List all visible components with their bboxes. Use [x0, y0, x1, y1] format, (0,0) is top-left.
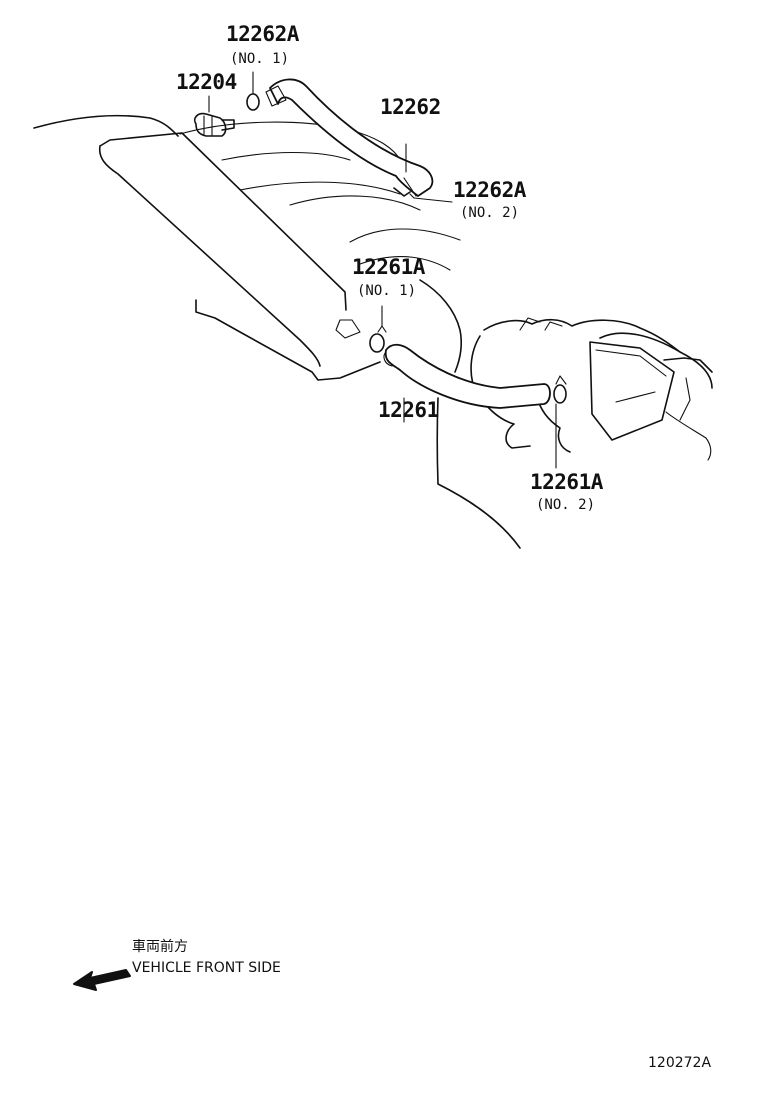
callout-12261A-no1-note: (NO. 1)	[357, 283, 417, 299]
callout-12262A-no2-part: 12262A	[453, 178, 526, 202]
engine-outline	[33, 114, 713, 549]
clamp-12261A-no2	[553, 375, 567, 469]
callout-12261A-no2-part: 12261A	[530, 470, 603, 494]
callout-12204-part: 12204	[176, 70, 237, 94]
pcv-valve-12204	[193, 112, 235, 137]
legend-front-side-en: VEHICLE FRONT SIDE	[132, 960, 281, 976]
callout-12262A-no2-note: (NO. 2)	[460, 205, 520, 221]
leader-lines	[208, 95, 407, 423]
callout-12262A-no1-part: 12262A	[226, 22, 299, 46]
legend-front-side-jp: 車両前方	[132, 939, 188, 955]
clamp-12261A-no1	[369, 305, 387, 353]
callout-12262A-no1-note: (NO. 1)	[230, 51, 290, 67]
clip-12262A-no1	[246, 71, 260, 111]
arrow-left-down-icon	[73, 969, 131, 991]
illustration-code: 120272A	[648, 1055, 712, 1071]
callout-12261-part: 12261	[378, 398, 439, 422]
callout-12261A-no1-part: 12261A	[352, 255, 425, 279]
callout-12261A-no2-note: (NO. 2)	[536, 497, 596, 513]
clip-12262A-no2	[393, 187, 453, 203]
hose-12262	[265, 78, 434, 197]
hose-12261	[383, 343, 551, 409]
callout-12262-part: 12262	[380, 95, 441, 119]
